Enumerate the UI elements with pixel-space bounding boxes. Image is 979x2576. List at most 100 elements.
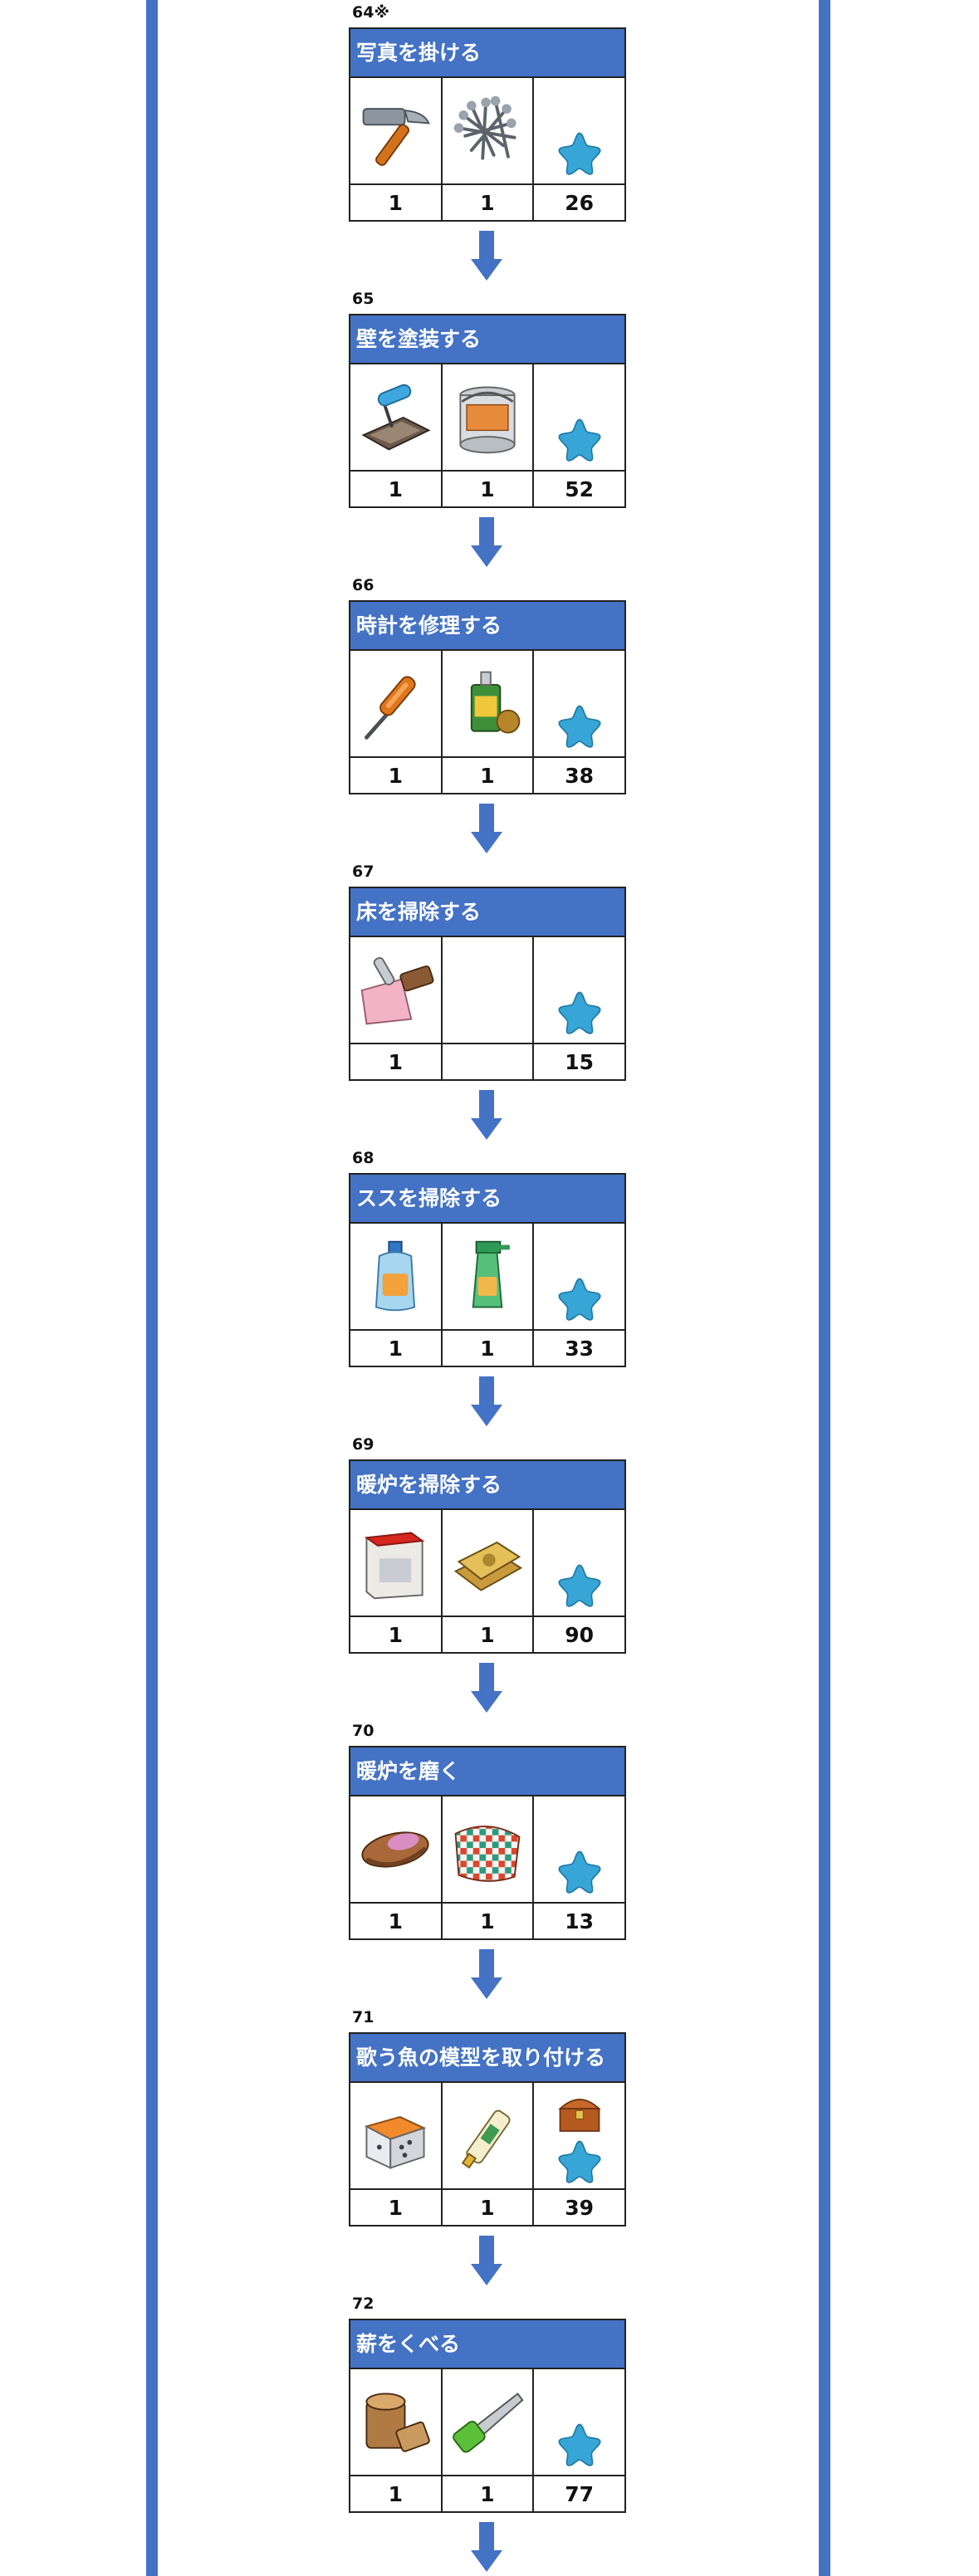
item-count: 1	[443, 472, 535, 508]
item-count: 1	[350, 1044, 443, 1081]
item-count: 1	[350, 2476, 443, 2513]
item-cell	[350, 651, 443, 756]
right-border-bar	[819, 0, 830, 2576]
item-cell	[443, 2083, 535, 2188]
dustpan-icon	[355, 951, 435, 1030]
item-cell	[350, 1224, 443, 1329]
down-arrow-icon	[471, 1663, 502, 1713]
screwdriver-icon	[355, 664, 435, 744]
item-count: 1	[350, 2190, 443, 2227]
star-reward-count: 90	[565, 1623, 595, 1647]
down-arrow-icon	[471, 2236, 502, 2285]
blue-star-icon	[556, 416, 603, 462]
step-title: ススを掃除する	[350, 1175, 624, 1224]
blue-star-icon	[556, 1562, 603, 1608]
reward-cell	[534, 1796, 624, 1902]
step-number: 71	[352, 2008, 374, 2026]
item-cell	[350, 2369, 443, 2475]
item-row	[350, 2083, 624, 2190]
left-border-bar	[146, 0, 158, 2576]
star-reward-count: 77	[565, 2482, 595, 2506]
nails-icon	[448, 91, 527, 171]
step-title: 床を掃除する	[350, 888, 624, 937]
star-reward-count: 26	[565, 191, 595, 215]
item-cell	[443, 364, 535, 470]
reward-cell	[534, 651, 624, 756]
spray-bottle-icon	[448, 1237, 527, 1317]
item-count: 1	[350, 758, 443, 794]
item-row	[350, 1224, 624, 1331]
step-number: 67	[352, 863, 374, 881]
reward-cell	[534, 2369, 624, 2475]
star-reward-count: 15	[565, 1050, 595, 1074]
sponge-icon	[448, 1523, 527, 1603]
reward-cell	[534, 364, 624, 470]
step-number: 68	[352, 1149, 374, 1167]
glue-tube-icon	[448, 2096, 527, 2176]
item-count: 1	[443, 2190, 535, 2227]
step-title: 壁を塗装する	[350, 315, 624, 364]
step-title: 暖炉を磨く	[350, 1747, 624, 1796]
paint-can-icon	[448, 378, 527, 457]
blue-star-icon	[556, 2138, 603, 2184]
down-arrow-icon	[471, 231, 502, 281]
item-cell	[350, 1796, 443, 1902]
step-title: 時計を修理する	[350, 602, 624, 651]
down-arrow-icon	[471, 517, 502, 567]
step-number: 64※	[352, 3, 389, 22]
step-title: 写真を掛ける	[350, 29, 624, 78]
cleaning-powder-box-icon	[355, 1523, 435, 1603]
item-cell	[350, 2083, 443, 2188]
detergent-bottle-icon	[355, 1237, 435, 1317]
star-reward-count: 52	[565, 477, 595, 501]
item-cell	[350, 78, 443, 183]
step-number: 69	[352, 1435, 374, 1454]
item-row	[350, 937, 624, 1044]
item-cell	[350, 1510, 443, 1615]
item-row	[350, 1510, 624, 1617]
blue-star-icon	[556, 2421, 603, 2467]
item-count	[443, 1044, 535, 1081]
down-arrow-icon	[471, 1090, 502, 1140]
item-row	[350, 78, 624, 185]
count-row: 1 15	[350, 1044, 624, 1081]
firewood-icon	[355, 2383, 435, 2462]
step-number: 66	[352, 576, 374, 594]
down-arrow-icon	[471, 1376, 502, 1426]
item-cell	[443, 78, 535, 183]
item-count: 1	[350, 472, 443, 508]
star-reward-count: 39	[565, 2196, 595, 2220]
item-count: 1	[443, 1331, 535, 1367]
item-row	[350, 651, 624, 758]
treasure-chest-icon	[556, 2092, 603, 2135]
item-count: 1	[350, 1331, 443, 1367]
item-cell	[443, 1224, 535, 1329]
item-count: 1	[443, 1904, 535, 1940]
checkered-towel-icon	[448, 1810, 527, 1889]
roller-tray-icon	[355, 378, 435, 457]
hammer-icon	[355, 91, 435, 171]
step-number: 72	[352, 2295, 374, 2313]
blue-star-icon	[556, 702, 603, 749]
step-title: 歌う魚の模型を取り付ける	[350, 2034, 624, 2083]
item-cell	[350, 937, 443, 1043]
item-row	[350, 2369, 624, 2476]
hand-saw-icon	[448, 2383, 527, 2462]
